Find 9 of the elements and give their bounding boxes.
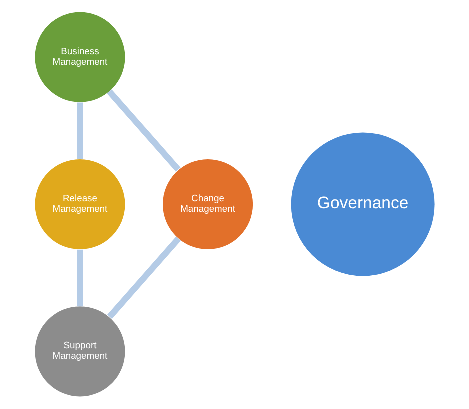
node-circle: Business Management xyxy=(34,12,125,102)
node-circle: Change Management xyxy=(162,159,253,250)
node-circle: Support Management xyxy=(34,306,125,397)
connector xyxy=(107,236,181,320)
connector xyxy=(106,90,180,172)
connector xyxy=(76,250,83,307)
node-circle: Release Management xyxy=(34,159,125,250)
connector xyxy=(76,102,83,160)
node-circle: Governance xyxy=(290,132,434,276)
